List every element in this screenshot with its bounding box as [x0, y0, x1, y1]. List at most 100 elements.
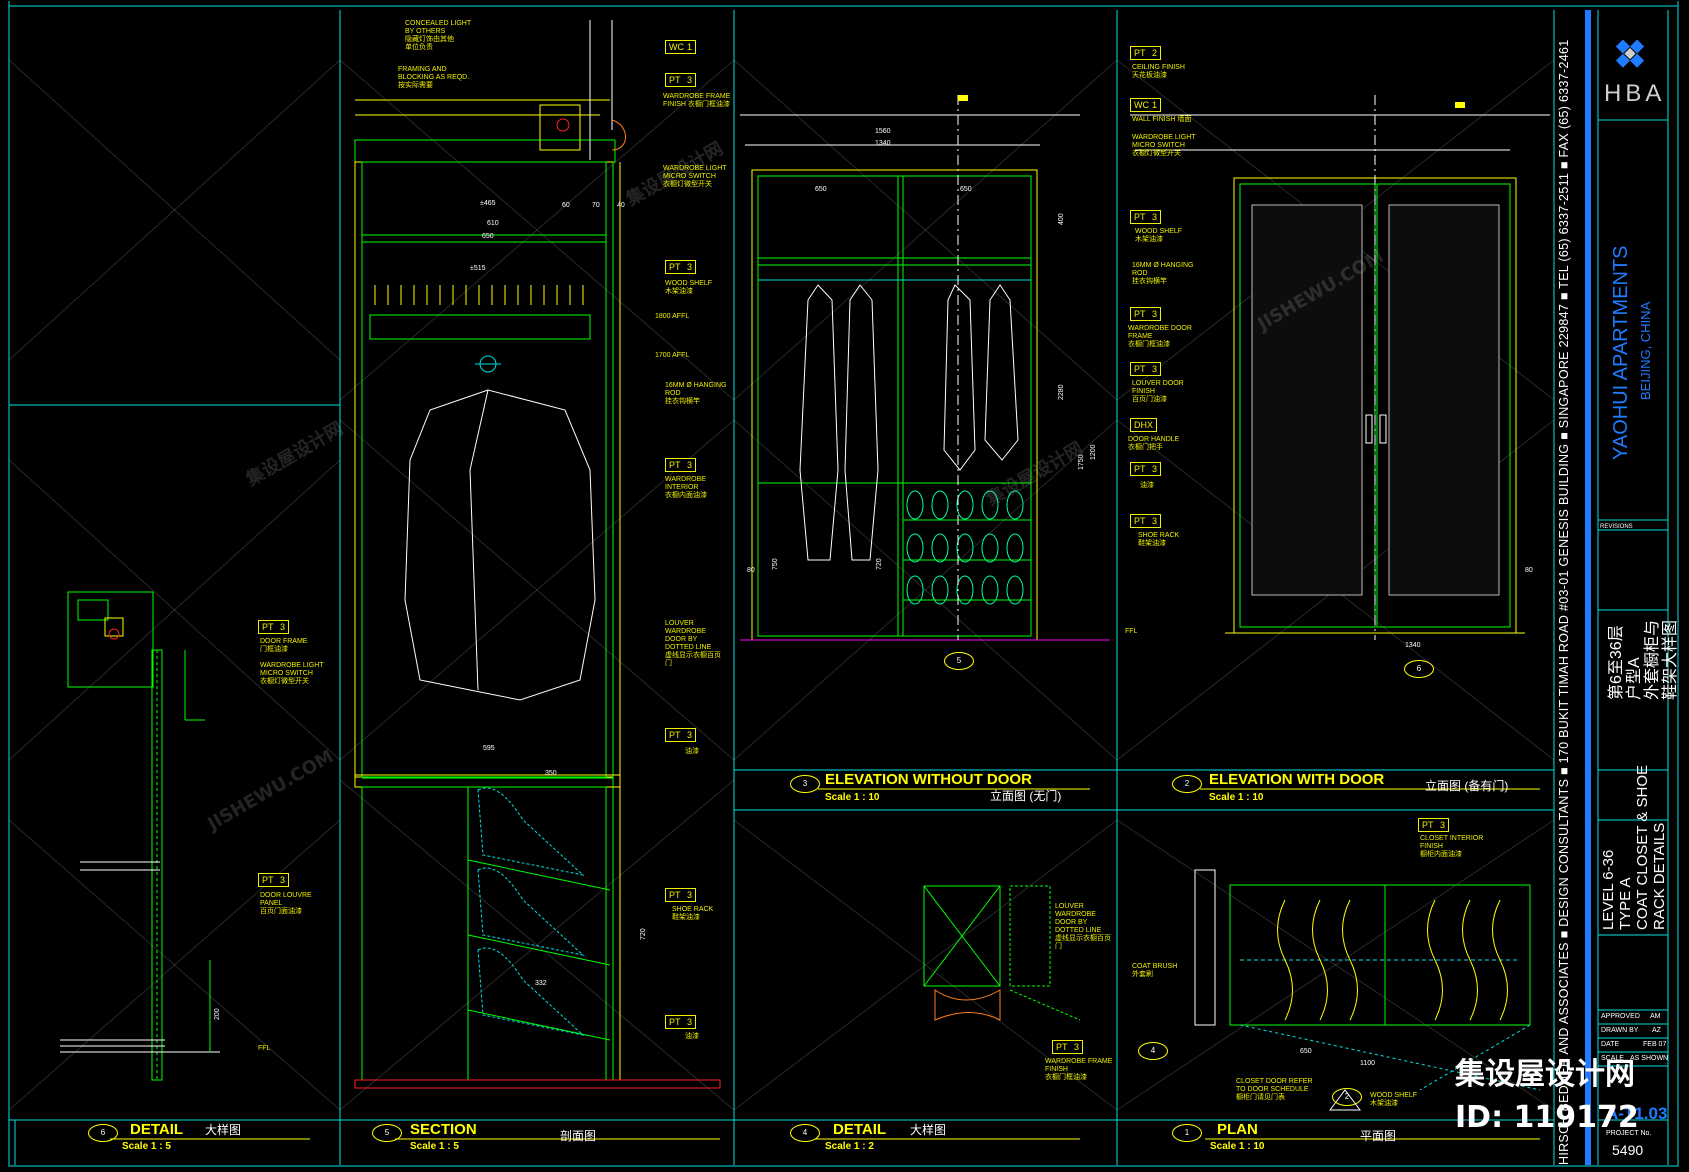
dim-60: 60	[562, 202, 570, 209]
section-5-drawing	[354, 20, 721, 1089]
dim-1200: 1200	[1090, 444, 1097, 460]
note-d4-frame: WARDROBE FRAME FINISH 衣橱门框油漆	[1045, 1058, 1113, 1082]
sheet-title-cn-4: 鞋架大样图	[1662, 619, 1679, 700]
dim-80: 80	[747, 567, 755, 574]
dim-400: 400	[1058, 213, 1065, 225]
approved-value: AM	[1650, 1013, 1661, 1020]
detail-4-drawing	[923, 885, 1081, 1021]
view-number-3: 3	[790, 775, 820, 793]
view-title-elev-with-door: ELEVATION WITH DOOR	[1209, 771, 1385, 788]
note-wall: WALL FINISH 墙面	[1132, 116, 1192, 123]
watermark-brand: 集设屋设计网	[1455, 1057, 1635, 1092]
scale-label: SCALE	[1601, 1055, 1624, 1062]
section-marker-5: 5	[944, 652, 974, 670]
section-marker-6: 6	[1404, 660, 1434, 678]
note-plan-interior: CLOSET INTERIOR FINISH 橱柜内面油漆	[1420, 835, 1484, 859]
elevation-shoe-grid	[906, 490, 1024, 605]
note-d4-louver: LOUVER WARDROBE DOOR BY DOTTED LINE 虚线显示…	[1055, 903, 1111, 951]
dim-750: 750	[772, 558, 779, 570]
title-underlines	[110, 788, 1540, 1140]
sheet-number: A-T1.03	[1606, 1104, 1668, 1123]
dim-650: 650	[815, 186, 827, 193]
hba-logo-text: HBA	[1604, 80, 1666, 107]
view-title-cn-5: 剖面图	[560, 1129, 597, 1143]
note-wardrobe-light: WARDROBE LIGHT MICRO SWITCH 衣橱灯微型开关	[663, 165, 727, 189]
dim-1560: 1560	[875, 128, 891, 135]
view-number-6: 6	[88, 1124, 118, 1142]
view-number-5: 5	[372, 1124, 402, 1142]
drawn-value: AZ	[1652, 1027, 1661, 1034]
view-title-cn-3: 立面图 (无门)	[990, 789, 1062, 803]
panel-dividers	[9, 10, 1669, 1165]
note-wood-shelf: WOOD SHELF 木架油漆	[665, 280, 713, 296]
dim-720-section: 720	[640, 928, 647, 940]
view-title-plan: PLAN	[1217, 1121, 1258, 1138]
note-paint: 油漆	[685, 1033, 699, 1040]
note-framing: FRAMING AND BLOCKING AS REQD. 按实际需要	[398, 66, 470, 90]
note-coat-brush: COAT BRUSH 外套刷	[1132, 963, 1178, 979]
dim-465: ±465	[480, 200, 496, 207]
note-d6-ffl: FFL	[258, 1045, 271, 1052]
dim-720: 720	[876, 558, 883, 570]
sheet-title-en-2: TYPE A	[1617, 877, 1634, 930]
view-scale-2: Scale 1 : 10	[1209, 792, 1264, 803]
view-title-detail-6: DETAIL	[130, 1121, 184, 1138]
view-title-cn-1: 平面图	[1360, 1129, 1397, 1143]
note-wardrobe-frame-finish: WARDROBE FRAME FINISH 衣橱门框油漆	[663, 93, 731, 109]
view-number-1: 1	[1172, 1124, 1202, 1142]
view-title-cn-2: 立面图 (备有门)	[1425, 779, 1509, 793]
view-title-section: SECTION	[410, 1121, 477, 1138]
note-ffl: FFL	[1125, 628, 1138, 635]
project-location: BEIJING, CHINA	[1638, 301, 1653, 400]
note-elev-paint: 油漆	[1140, 482, 1154, 489]
dim-650: 650	[960, 186, 972, 193]
view-title-detail-4: DETAIL	[833, 1121, 887, 1138]
note-door-handle: DOOR HANDLE 衣橱门把手	[1128, 436, 1180, 452]
dim-1100: 1100	[1360, 1060, 1376, 1067]
note-hanging-rod: 16MM Ø HANGING ROD 挂衣钩横竿	[665, 382, 727, 406]
note-elev-wood-shelf: WOOD SHELF 木架油漆	[1135, 228, 1183, 244]
section-hook-row	[374, 285, 584, 305]
dim-1340: 1340	[1405, 642, 1421, 649]
dim-595: 595	[483, 745, 495, 752]
dim-2280: 2280	[1058, 384, 1065, 400]
view-scale-3: Scale 1 : 10	[825, 792, 880, 803]
view-title-cn-6: 大样图	[205, 1123, 242, 1137]
note-wardrobe-interior: WARDROBE INTERIOR 衣橱内面油漆	[665, 476, 707, 500]
view-number-2: 2	[1172, 775, 1202, 793]
elevation-3-drawing	[740, 95, 1110, 641]
tag-dhx: DHX	[1130, 418, 1158, 432]
dim-350: 350	[545, 770, 557, 777]
sheet-title-en-1: LEVEL 6-36	[1600, 849, 1617, 930]
note-elev-shoe-rack: SHOE RACK 鞋架油漆	[1138, 532, 1180, 548]
dim-1340: 1340	[875, 140, 891, 147]
drawn-label: DRAWN BY	[1601, 1027, 1639, 1034]
view-title-cn-4: 大样图	[910, 1123, 947, 1137]
note-elev-hanging-rod: 16MM Ø HANGING ROD 挂衣钩横竿	[1132, 262, 1194, 286]
approved-label: APPROVED	[1601, 1013, 1640, 1020]
grid-ticks	[8, 1, 1679, 10]
date-label: DATE	[1601, 1041, 1620, 1048]
title-blue-bar	[1585, 10, 1591, 1165]
note-louver-door: LOUVER WARDROBE DOOR BY DOTTED LINE 虚线显示…	[665, 620, 721, 668]
view-scale-1: Scale 1 : 10	[1210, 1141, 1265, 1152]
dim-70: 70	[592, 202, 600, 209]
note-concealed-light: CONCEALED LIGHT BY OTHERS 隐藏灯饰由其他 单位负责	[405, 20, 472, 52]
section-marker-2: 2	[1332, 1088, 1362, 1106]
detail-6-drawing	[60, 591, 220, 1081]
sheet-title-en-3: COAT CLOSET & SHOE	[1634, 764, 1651, 930]
view-number-4: 4	[790, 1124, 820, 1142]
dim-80: 80	[1525, 567, 1533, 574]
